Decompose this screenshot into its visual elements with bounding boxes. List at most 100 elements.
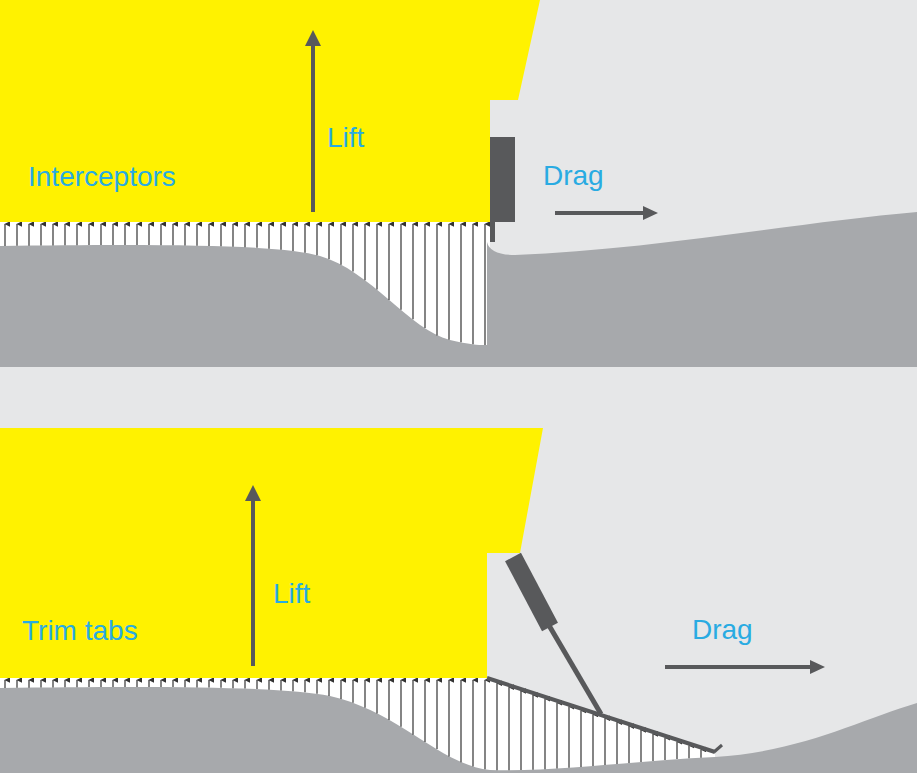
pressure-arrow — [304, 224, 305, 253]
pressure-arrow — [388, 224, 389, 300]
pressure-arrow — [628, 726, 629, 763]
pressure-arrow — [196, 680, 197, 687]
pressure-arrow — [52, 224, 53, 245]
pressure-arrow — [172, 224, 173, 245]
pressure-arrow — [220, 224, 221, 246]
pressure-arrow — [400, 680, 401, 727]
trim-tab-plate — [487, 678, 715, 752]
pressure-arrow — [544, 699, 545, 769]
pressure-arrow — [472, 224, 473, 344]
pressure-arrow — [484, 680, 485, 769]
pressure-arrow — [412, 224, 413, 319]
pressure-arrow — [316, 224, 317, 255]
pressure-arrow — [532, 695, 533, 770]
pressure-arrow — [244, 224, 245, 247]
interceptor-actuator — [490, 137, 515, 222]
pressure-arrow — [232, 224, 233, 247]
pressure-arrow — [208, 680, 209, 688]
pressure-arrow — [28, 680, 29, 688]
pressure-arrow — [448, 680, 449, 756]
pressure-arrow — [76, 680, 77, 687]
pressure-arrow — [484, 224, 485, 345]
pressure-arrow — [376, 224, 377, 289]
pressure-arrow — [40, 224, 41, 246]
pressure-arrow — [508, 687, 509, 770]
pressure-arrow — [124, 224, 125, 245]
drag-arrow — [555, 211, 645, 215]
pressure-arrow — [676, 742, 677, 759]
water — [0, 212, 917, 367]
pressure-arrow — [376, 680, 377, 714]
pressure-arrow — [664, 738, 665, 760]
pressure-arrow — [340, 224, 341, 265]
force-label: Lift — [273, 580, 310, 608]
lift-arrowhead — [305, 30, 321, 46]
pressure-arrow — [328, 224, 329, 259]
pressure-arrow — [700, 749, 701, 757]
pressure-arrow — [52, 680, 53, 687]
pressure-arrow — [460, 680, 461, 762]
pressure-arrow — [292, 224, 293, 251]
pressure-arrow — [16, 680, 17, 688]
pressure-arrow — [268, 680, 269, 690]
pressure-arrow — [148, 224, 149, 245]
pressure-arrow — [652, 734, 653, 761]
pressure-arrow — [136, 224, 137, 245]
pressure-arrow — [412, 680, 413, 735]
pressure-arrow — [424, 680, 425, 742]
pressure-arrow — [688, 746, 689, 759]
pressure-arrow — [592, 714, 593, 766]
trim-tab-rod — [547, 622, 601, 714]
pressure-arrow — [148, 680, 149, 687]
pressure-arrow — [172, 680, 173, 687]
trim-tab-actuator — [513, 557, 550, 627]
drag-arrow — [665, 665, 811, 669]
pressure-arrow — [568, 707, 569, 768]
pressure-arrow — [4, 224, 5, 246]
pressure-arrow — [136, 680, 137, 687]
pressure-arrow — [64, 680, 65, 687]
pressure-arrow — [556, 703, 557, 769]
pressure-arrows — [5, 224, 485, 345]
pressure-arrow — [460, 224, 461, 342]
pressure-arrow — [232, 680, 233, 688]
pressure-arrow — [388, 680, 389, 720]
pressure-arrow — [220, 680, 221, 688]
hull — [0, 428, 543, 678]
pressure-arrow — [316, 680, 317, 694]
pressure-arrow — [184, 224, 185, 245]
pressure-arrow — [448, 224, 449, 340]
pressure-arrow — [268, 224, 269, 249]
pressure-arrow — [160, 680, 161, 687]
pressure-arrow — [160, 224, 161, 245]
hull — [0, 0, 540, 222]
pressure-arrow — [124, 680, 125, 687]
pressure-arrow — [40, 680, 41, 688]
trim-tab-lip — [714, 745, 722, 752]
pressure-arrow — [364, 224, 365, 280]
pressure-arrow — [472, 680, 473, 766]
pressure-arrow — [4, 680, 5, 688]
pressure-arrow — [280, 224, 281, 250]
pressure-arrow — [352, 224, 353, 272]
pressure-arrow — [604, 718, 605, 765]
pressure-arrow — [352, 680, 353, 703]
pressure-arrow — [16, 224, 17, 246]
pressure-arrow — [100, 224, 101, 245]
pressure-arrow — [256, 680, 257, 689]
drag-arrowhead — [810, 660, 825, 674]
pressure-arrow — [76, 224, 77, 245]
pressure-arrow — [328, 680, 329, 696]
pressure-arrow — [436, 224, 437, 335]
pressure-arrow — [400, 224, 401, 310]
pressure-arrow — [520, 691, 521, 770]
force-label: Drag — [692, 616, 753, 644]
water — [0, 687, 917, 773]
pressure-arrow — [292, 680, 293, 691]
pressure-arrow — [496, 683, 497, 770]
pressure-arrow — [256, 224, 257, 248]
pressure-arrow — [436, 680, 437, 749]
pressure-arrow — [340, 680, 341, 699]
